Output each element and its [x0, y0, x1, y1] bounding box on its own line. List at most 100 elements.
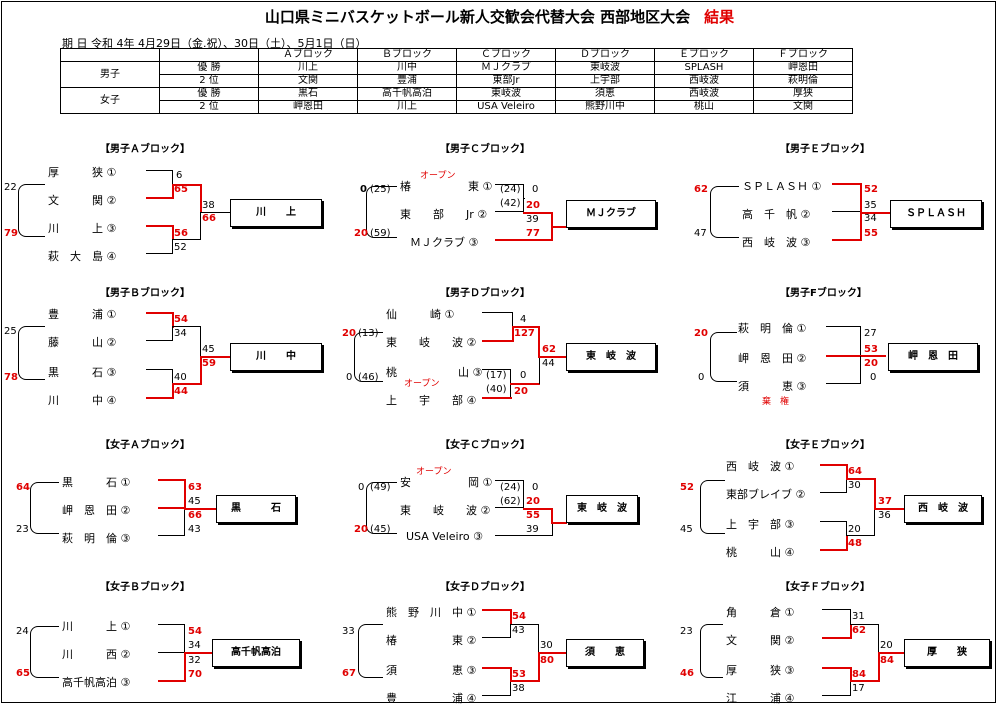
- bracket-line: [523, 480, 524, 508]
- header-cell: Ｃブロック: [456, 48, 556, 62]
- team-label: 文 関 ②: [48, 194, 117, 207]
- score: 62: [694, 184, 708, 195]
- winner-box: 川 上: [230, 199, 322, 227]
- score: 70: [188, 669, 202, 680]
- team-label: 熊 野 川 中 ①: [386, 606, 477, 619]
- score: 32: [188, 655, 201, 666]
- win-line: [878, 652, 880, 682]
- score: 66: [188, 510, 202, 521]
- team-label: 岬 恩 田 ②: [738, 352, 807, 365]
- overall-bracket: [700, 480, 725, 534]
- team-label: 川 西 ②: [62, 648, 131, 661]
- winner-box: 黒 石: [216, 495, 296, 523]
- team-cell: 岬恩田: [753, 61, 853, 75]
- team-label: 萩 大 島 ④: [48, 250, 117, 263]
- bracket-line: [184, 508, 185, 536]
- score: 31: [852, 611, 865, 622]
- date-line: 期 日 令和 4年 4月29日（金.祝）、30日（土）、5月1日（日）: [62, 37, 367, 50]
- win-line: [482, 667, 512, 669]
- score: 25: [4, 326, 17, 337]
- score: 20: [526, 496, 540, 507]
- bracket-line: [495, 535, 553, 536]
- win-line: [482, 340, 514, 342]
- win-line: [510, 383, 540, 385]
- win-line: [172, 225, 174, 240]
- block-title: 【女子Ｅブロック】: [780, 440, 870, 451]
- win-line: [538, 652, 540, 682]
- win-line: [551, 226, 567, 228]
- score: 30: [848, 480, 861, 491]
- team-cell: 文関: [753, 100, 853, 114]
- bracket-line: [820, 521, 846, 522]
- score: 67: [342, 668, 356, 679]
- bracket-line: [172, 326, 200, 327]
- score: 30: [540, 640, 553, 651]
- open-note: オープン: [404, 379, 440, 389]
- team-label: 東 部 Jr ②: [400, 208, 488, 221]
- score: 34: [188, 640, 201, 651]
- team-cell: 西岐波: [654, 74, 754, 88]
- team-label: 豊 浦 ①: [48, 308, 117, 321]
- score: 52: [680, 482, 694, 493]
- team-label: 厚 狭 ③: [726, 664, 795, 677]
- score: 6: [176, 170, 183, 181]
- score: 43: [188, 524, 201, 535]
- win-line: [146, 397, 174, 399]
- bracket-line: [512, 312, 513, 327]
- win-line: [860, 212, 862, 241]
- team-label: 椿: [400, 180, 411, 193]
- score: 23: [680, 626, 693, 637]
- team-label: 椿 東 ②: [386, 634, 477, 647]
- win-line: [846, 535, 848, 551]
- bracket-line: [850, 680, 851, 696]
- block-title: 【男子Ｃブロック】: [440, 144, 530, 155]
- win-line: [146, 197, 174, 199]
- score: 80: [540, 655, 554, 666]
- team-label: 高 千 帆 ②: [742, 208, 811, 221]
- bracket-line: [826, 383, 860, 384]
- bracket-line: [860, 356, 861, 384]
- score: 24: [16, 626, 29, 637]
- block-boys-d: 【男子Ｄブロック】 仙 崎 ① 東 岐 波 ② 桃 山 ③ オープン 上 宇 部…: [340, 284, 670, 424]
- team-label: 黒 石 ①: [62, 476, 131, 489]
- score: 23: [16, 524, 29, 535]
- winner-box: 岬 恩 田: [888, 343, 978, 371]
- win-line: [874, 478, 876, 508]
- team-label: 江 浦 ④: [726, 692, 795, 705]
- team-cell: 黒石: [258, 87, 358, 101]
- team-label: USA Veleiro ③: [406, 530, 483, 543]
- score: 27: [864, 328, 877, 339]
- team-label: 桃 山 ④: [726, 546, 795, 559]
- block-boys-b: 【男子Ｂブロック】 豊 浦 ① 藤 山 ② 黒 石 ③ 川 中 ④ 25 78 …: [0, 284, 330, 424]
- score: 20: [880, 640, 893, 651]
- overall-bracket: [700, 624, 723, 678]
- team-cell: ＭＪクラブ: [456, 61, 556, 75]
- score: (25): [370, 184, 391, 195]
- score: 0: [360, 184, 367, 195]
- score: 64: [848, 466, 862, 477]
- win-line: [146, 312, 174, 314]
- overall-bracket: [366, 186, 397, 238]
- bracket-line: [158, 624, 184, 625]
- win-line: [184, 652, 212, 654]
- winner-box: ＳＰＬＡＳＨ: [890, 200, 982, 228]
- summary-row: 2 位 文関 豊浦 東部Jr 上宇部 西岐波 萩明倫: [61, 74, 853, 88]
- win-line: [850, 680, 880, 682]
- overall-bracket: [30, 482, 59, 534]
- win-line: [510, 667, 512, 681]
- win-line: [510, 680, 540, 682]
- block-girls-b: 【女子Ｂブロック】 川 上 ① 川 西 ② 高千帆高泊 ③ 24 65 54 3…: [0, 578, 330, 706]
- bracket-line: [850, 624, 878, 625]
- team-cell: 川中: [357, 61, 457, 75]
- score: 53: [512, 669, 526, 680]
- score: (46): [358, 372, 379, 383]
- forfeit-note: 棄 権: [762, 397, 790, 407]
- header-cell: Ｂブロック: [357, 48, 457, 62]
- team-label: 川 中 ④: [48, 394, 117, 407]
- block-girls-d: 【女子Ｄブロック】 熊 野 川 中 ① 椿 東 ② 須 恵 ③ 豊 浦 ④ 33…: [340, 578, 670, 706]
- bracket-line: [172, 239, 200, 240]
- block-title: 【男子Ｂブロック】: [100, 288, 190, 299]
- team-cell: 東岐波: [555, 61, 655, 75]
- score: 46: [680, 668, 694, 679]
- team-cell: 川上: [258, 61, 358, 75]
